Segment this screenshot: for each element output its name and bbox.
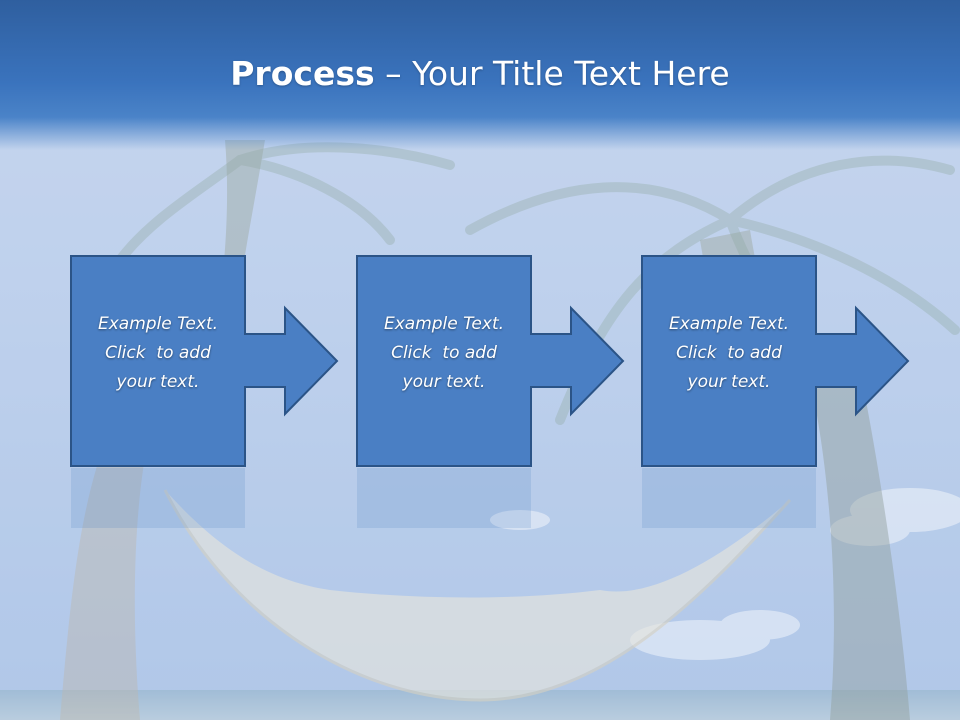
step-text-line2: Click to add [105,343,211,363]
step-text[interactable]: Example Text. Click to add your text. [642,310,816,397]
step-text-line3: your text. [402,372,486,392]
title-rest-part: Your Title Text Here [412,54,730,93]
title-dash: – [374,54,413,93]
step-text[interactable]: Example Text. Click to add your text. [71,310,245,397]
step-text-line3: your text. [687,372,771,392]
step-text-line1: Example Text. [668,314,790,334]
step-text-line1: Example Text. [97,314,219,334]
step-text-line1: Example Text. [383,314,505,334]
title-bold-part: Process [230,54,375,93]
step-text-line2: Click to add [391,343,497,363]
right-arrow-icon [356,255,625,528]
step-text[interactable]: Example Text. Click to add your text. [357,310,531,397]
step-text-line2: Click to add [676,343,782,363]
slide-title[interactable]: Process – Your Title Text Here [0,52,960,96]
process-step-1[interactable]: Example Text. Click to add your text. [70,255,341,536]
step-text-line3: your text. [116,372,200,392]
right-arrow-icon [641,255,910,528]
process-step-3[interactable]: Example Text. Click to add your text. [641,255,912,536]
title-band [0,0,960,150]
process-step-2[interactable]: Example Text. Click to add your text. [356,255,627,536]
right-arrow-icon [70,255,339,528]
